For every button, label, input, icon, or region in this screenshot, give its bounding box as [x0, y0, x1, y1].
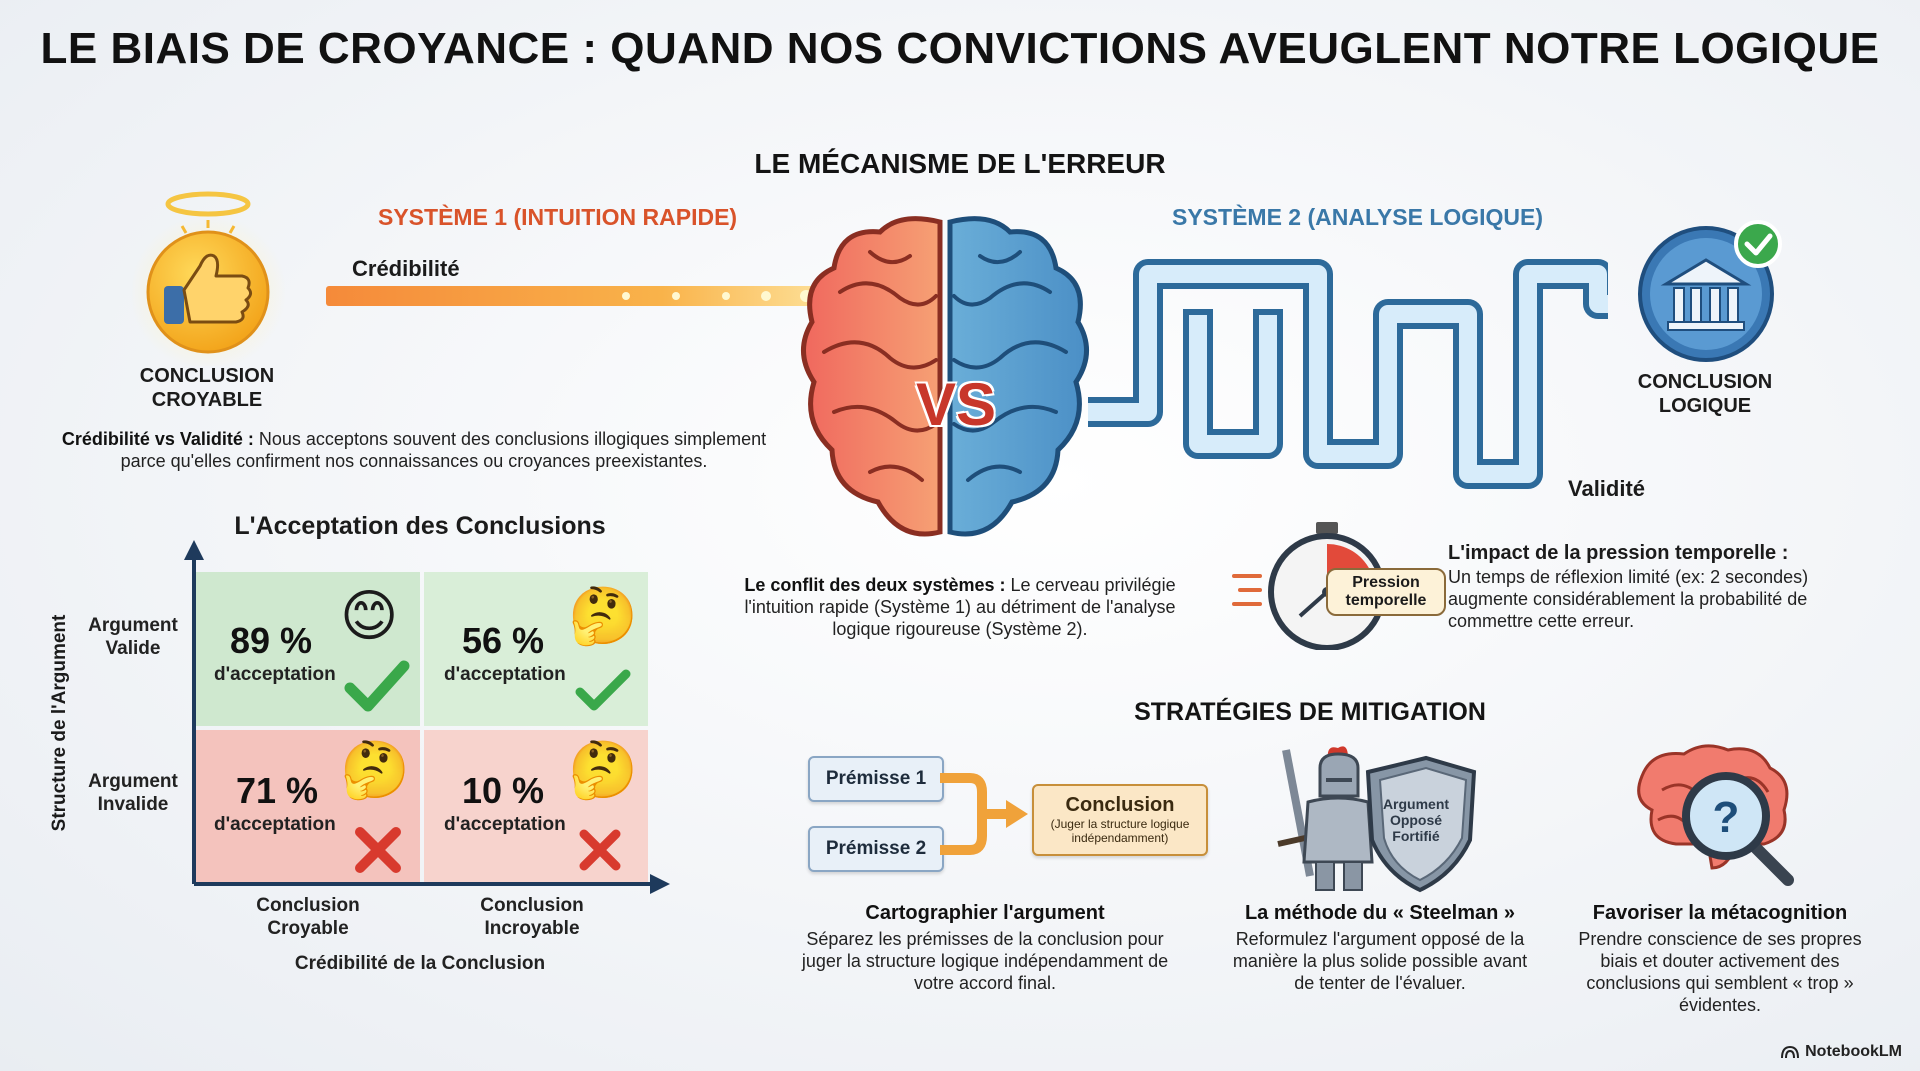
strategy-2-desc: Reformulez l'argument opposé de la maniè…: [1232, 929, 1528, 993]
system2-label: SYSTÈME 2 (ANALYSE LOGIQUE): [1172, 204, 1544, 230]
strategy-3-desc: Prendre conscience de ses propres biais …: [1578, 929, 1862, 1015]
premise-2-box: Prémisse 2: [808, 826, 944, 872]
cell-label: d'acceptation: [214, 814, 336, 835]
system-conflict-text: Le conflit des deux systèmes : Le cervea…: [744, 575, 1176, 639]
cell-percent: 89 %: [230, 620, 313, 661]
knight-shield-icon: [1277, 746, 1477, 893]
y-axis-title-box: Structure de l'Argument: [40, 598, 80, 848]
matrix-cell-valid-believable: 89 % d'acceptation 😊: [196, 572, 420, 726]
smiling-face-icon: 😊: [340, 584, 399, 647]
time-pressure-text: Un temps de réflexion limité (ex: 2 seco…: [1448, 567, 1809, 631]
strategy-1-title: Cartographier l'argument: [865, 902, 1105, 924]
brand-footer: NotebookLM: [1781, 1043, 1902, 1061]
matrix-cell-invalid-unbelievable: 10 % d'acceptation 🤔: [424, 730, 648, 882]
thinking-face-icon: 🤔: [340, 738, 410, 801]
page-title: LE BIAIS DE CROYANCE : QUAND NOS CONVICT…: [40, 24, 1880, 73]
logical-conclusion-label: CONCLUSION LOGIQUE: [1637, 371, 1773, 417]
check-icon: [575, 669, 631, 711]
matrix-cell-invalid-believable: 71 % d'acceptation 🤔: [196, 730, 420, 882]
brand-label: NotebookLM: [1805, 1043, 1902, 1060]
col-label-believable: Conclusion Croyable: [256, 895, 360, 939]
mechanism-heading: LE MÉCANISME DE L'ERREUR: [754, 148, 1166, 179]
time-pressure-badge: Pression temporelle: [1326, 568, 1446, 616]
cell-percent: 71 %: [236, 770, 319, 811]
thinking-face-icon: 🤔: [568, 738, 638, 801]
merge-arrow: [940, 773, 1028, 855]
shield-label: Argument Opposé Fortifié: [1382, 796, 1450, 844]
vs-label: VS: [916, 371, 997, 438]
cell-label: d'acceptation: [444, 814, 566, 835]
bank-check-icon: [1638, 220, 1782, 362]
col-label-unbelievable: Conclusion Incroyable: [480, 895, 584, 939]
credibility-label: Crédibilité: [352, 256, 460, 281]
strategy-2-title: La méthode du « Steelman »: [1244, 902, 1516, 924]
check-icon: [344, 660, 410, 712]
thinking-face-icon: 🤔: [568, 584, 638, 647]
logic-maze: [1088, 259, 1608, 489]
system1-label: SYSTÈME 1 (INTUITION RAPIDE): [378, 204, 738, 230]
time-pressure-heading: L'impact de la pression temporelle :: [1448, 542, 1789, 564]
row-label-invalid: Argument Invalide: [88, 771, 178, 815]
cell-percent: 10 %: [462, 770, 545, 811]
strategy-1-desc: Séparez les prémisses de la conclusion p…: [801, 929, 1169, 993]
conclusion-box: Conclusion (Juger la structure logique i…: [1032, 784, 1208, 856]
cross-icon: [579, 829, 621, 871]
cell-label: d'acceptation: [214, 664, 336, 685]
acceptance-heading: L'Acceptation des Conclusions: [234, 512, 606, 540]
brain-magnifier-icon: ?: [1637, 744, 1794, 886]
notebooklm-logo-icon: [1781, 1045, 1800, 1059]
conclusion-sublabel: (Juger la structure logique indépendamme…: [1050, 817, 1190, 845]
x-axis-title: Crédibilité de la Conclusion: [294, 953, 546, 974]
svg-text:?: ?: [1713, 793, 1740, 842]
conclusion-label: Conclusion: [1065, 794, 1175, 816]
cell-percent: 56 %: [462, 620, 545, 661]
cross-icon: [355, 827, 401, 873]
validity-label: Validité: [1568, 476, 1646, 501]
thumbs-up-icon: [130, 191, 286, 366]
mitigation-heading: STRATÉGIES DE MITIGATION: [1134, 698, 1486, 726]
believable-conclusion-label: CONCLUSION CROYABLE: [139, 365, 275, 411]
matrix-cell-valid-unbelievable: 56 % d'acceptation 🤔: [424, 572, 648, 726]
y-axis-title: Structure de l'Argument: [49, 614, 70, 832]
brain-icon: [801, 216, 1089, 537]
premise-1-box: Prémisse 1: [808, 756, 944, 802]
matrix-axes: [184, 540, 670, 894]
credibility-vs-validity-text: Crédibilité vs Validité : Nous acceptons…: [61, 429, 767, 471]
cell-label: d'acceptation: [444, 664, 566, 685]
row-label-valid: Argument Valide: [88, 615, 178, 659]
strategy-3-title: Favoriser la métacognition: [1592, 902, 1848, 924]
